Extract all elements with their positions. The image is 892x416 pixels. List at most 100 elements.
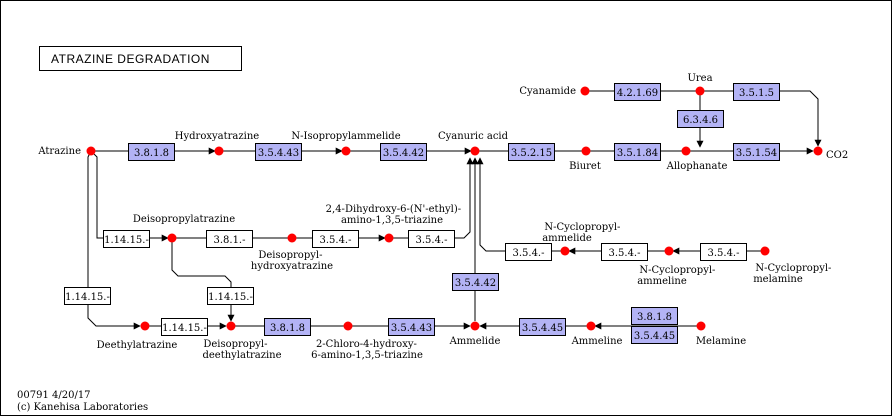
- enzyme-3.5.4.43[interactable]: 3.5.4.43: [255, 143, 302, 161]
- enzyme-3.5.2.15[interactable]: 3.5.2.15: [508, 143, 555, 161]
- compound-deisopropylhydroxyatrazine[interactable]: [287, 233, 297, 243]
- enzyme-3.5.4.-[interactable]: 3.5.4.-: [312, 230, 359, 248]
- enzyme-label: 3.8.1.8: [134, 148, 169, 159]
- label-n-cyclopropylmelamine: N-Cyclopropyl- melamine: [753, 263, 834, 285]
- label-cyanuric-acid: Cyanuric acid: [438, 131, 509, 142]
- enzyme-3.5.1.54[interactable]: 3.5.1.54: [733, 143, 780, 161]
- label-hydroxyatrazine: Hydroxyatrazine: [175, 131, 259, 142]
- compounds: [86, 86, 823, 331]
- compound-dihydroxy-ethylamino-triazine[interactable]: [384, 233, 394, 243]
- label-biuret: Biuret: [569, 161, 601, 172]
- compound-ammelide[interactable]: [470, 321, 480, 331]
- compound-cyanuric-acid[interactable]: [470, 146, 480, 156]
- compound-deisopropyldeethylatrazine[interactable]: [226, 321, 236, 331]
- enzyme-3.5.4.-[interactable]: 3.5.4.-: [408, 230, 455, 248]
- enzyme-3.5.4.-[interactable]: 3.5.4.-: [700, 243, 747, 261]
- enzyme-3.8.1.8[interactable]: 3.8.1.8: [631, 307, 678, 325]
- compound-n-cyclopropylammelide[interactable]: [560, 246, 570, 256]
- enzyme-6.3.4.6[interactable]: 6.3.4.6: [677, 110, 724, 128]
- enzyme-3.5.4.-[interactable]: 3.5.4.-: [601, 243, 648, 261]
- enzyme-label: 3.8.1.8: [637, 312, 672, 323]
- compound-hydroxyatrazine[interactable]: [214, 146, 224, 156]
- enzyme-label: 3.5.4.42: [455, 278, 496, 289]
- compound-co2[interactable]: [813, 146, 823, 156]
- enzyme-3.5.4.-[interactable]: 3.5.4.-: [505, 243, 552, 261]
- label-deisopropylatrazine: Deisopropylatrazine: [133, 214, 235, 225]
- compound-n-cyclopropylammeline[interactable]: [664, 246, 674, 256]
- enzyme-label: 3.5.1.84: [617, 148, 658, 159]
- enzyme-1.14.15.-[interactable]: 1.14.15.-: [103, 230, 150, 248]
- enzyme-label: 3.8.1.8: [270, 323, 305, 334]
- enzyme-3.8.1.8[interactable]: 3.8.1.8: [128, 143, 175, 161]
- enzyme-4.2.1.69[interactable]: 4.2.1.69: [614, 83, 661, 101]
- enzyme-label: 3.5.4.-: [512, 248, 544, 259]
- label-chloro-hydroxy-amino-triazine: 2-Chloro-4-hydroxy- 6-amino-1,3,5-triazi…: [311, 339, 423, 361]
- enzyme-3.8.1.-[interactable]: 3.8.1.-: [206, 230, 253, 248]
- compound-ammeline[interactable]: [586, 321, 596, 331]
- enzyme-3.5.4.45[interactable]: 3.5.4.45: [519, 318, 566, 336]
- label-deethylatrazine: Deethylatrazine: [97, 340, 178, 351]
- compound-deisopropylatrazine[interactable]: [167, 233, 177, 243]
- enzyme-3.8.1.8[interactable]: 3.8.1.8: [264, 318, 311, 336]
- enzyme-label: 1.14.15.-: [65, 292, 110, 303]
- enzyme-3.5.1.84[interactable]: 3.5.1.84: [614, 143, 661, 161]
- compound-urea[interactable]: [695, 86, 705, 96]
- enzyme-label: 3.8.1.-: [213, 235, 245, 246]
- enzyme-label: 6.3.4.6: [683, 115, 718, 126]
- compound-allophanate[interactable]: [681, 146, 691, 156]
- label-n-cyclopropylammelide: N-Cyclopropyl- ammelide: [542, 222, 623, 244]
- enzyme-label: 3.5.4.-: [608, 248, 640, 259]
- map-title: ATRAZINE DEGRADATION: [51, 52, 210, 66]
- enzyme-label: 3.5.4.42: [383, 148, 424, 159]
- label-n-cyclopropylammeline: N-Cyclopropyl- ammeline: [637, 265, 718, 287]
- enzymes: 3.8.1.8 3.5.4.43 3.5.4.42 3.5.2.15 3.5.1…: [64, 83, 780, 344]
- enzyme-3.5.4.42[interactable]: 3.5.4.42: [452, 273, 499, 291]
- label-allophanate: Allophanate: [666, 161, 728, 172]
- compound-labels: Atrazine Hydroxyatrazine N-Isopropylamme…: [37, 73, 848, 361]
- compound-melamine[interactable]: [696, 321, 706, 331]
- enzyme-label: 1.14.15.-: [208, 292, 253, 303]
- label-deisopropyldeethylatrazine: Deisopropyl- deethylatrazine: [202, 339, 281, 361]
- compound-deethylatrazine[interactable]: [140, 321, 150, 331]
- label-n-isopropylammelide: N-Isopropylammelide: [291, 131, 400, 142]
- compound-n-isopropylammelide[interactable]: [341, 146, 351, 156]
- enzyme-1.14.15.-[interactable]: 1.14.15.-: [207, 287, 254, 305]
- enzyme-label: 4.2.1.69: [617, 88, 658, 99]
- enzyme-label: 3.5.4.45: [522, 323, 563, 334]
- enzyme-1.14.15.-[interactable]: 1.14.15.-: [64, 287, 111, 305]
- label-melamine: Melamine: [696, 336, 746, 347]
- enzyme-label: 3.5.4.43: [391, 323, 432, 334]
- enzyme-label: 3.5.4.-: [319, 235, 351, 246]
- enzyme-1.14.15.-[interactable]: 1.14.15.-: [161, 318, 208, 336]
- enzyme-label: 3.5.4.-: [415, 235, 447, 246]
- enzyme-label: 1.14.15.-: [162, 323, 207, 334]
- compound-biuret[interactable]: [581, 146, 591, 156]
- enzyme-3.5.4.45[interactable]: 3.5.4.45: [631, 326, 678, 344]
- label-ammeline: Ammeline: [571, 336, 623, 347]
- map-title-box: [39, 46, 242, 71]
- compound-cyanamide[interactable]: [580, 86, 590, 96]
- enzyme-label: 3.5.4.-: [707, 248, 739, 259]
- enzyme-3.5.1.5[interactable]: 3.5.1.5: [733, 83, 780, 101]
- copyright: (c) Kanehisa Laboratories: [17, 402, 148, 413]
- enzyme-label: 1.14.15.-: [104, 235, 149, 246]
- label-dihydroxy-ethylamino-triazine: 2,4-Dihydroxy-6-(N'-ethyl)- amino-1,3,5-…: [326, 204, 465, 226]
- enzyme-3.5.4.43[interactable]: 3.5.4.43: [388, 318, 435, 336]
- enzyme-label: 3.5.1.54: [736, 148, 777, 159]
- label-cyanamide: Cyanamide: [519, 86, 576, 97]
- enzyme-label: 3.5.4.43: [258, 148, 299, 159]
- enzyme-3.5.4.42[interactable]: 3.5.4.42: [380, 143, 427, 161]
- compound-atrazine[interactable]: [86, 146, 96, 156]
- label-deisopropylhydroxyatrazine: Deisopropyl- hydroxyatrazine: [251, 250, 333, 272]
- compound-chloro-hydroxy-amino-triazine[interactable]: [343, 321, 353, 331]
- label-urea: Urea: [687, 73, 712, 84]
- label-ammelide: Ammelide: [449, 336, 501, 347]
- enzyme-label: 3.5.2.15: [511, 148, 552, 159]
- label-co2: CO2: [826, 150, 848, 161]
- enzyme-label: 3.5.4.45: [634, 331, 675, 342]
- compound-n-cyclopropylmelamine[interactable]: [760, 246, 770, 256]
- map-id-date: 00791 4/20/17: [17, 390, 91, 401]
- label-atrazine: Atrazine: [37, 146, 81, 157]
- enzyme-label: 3.5.1.5: [739, 88, 774, 99]
